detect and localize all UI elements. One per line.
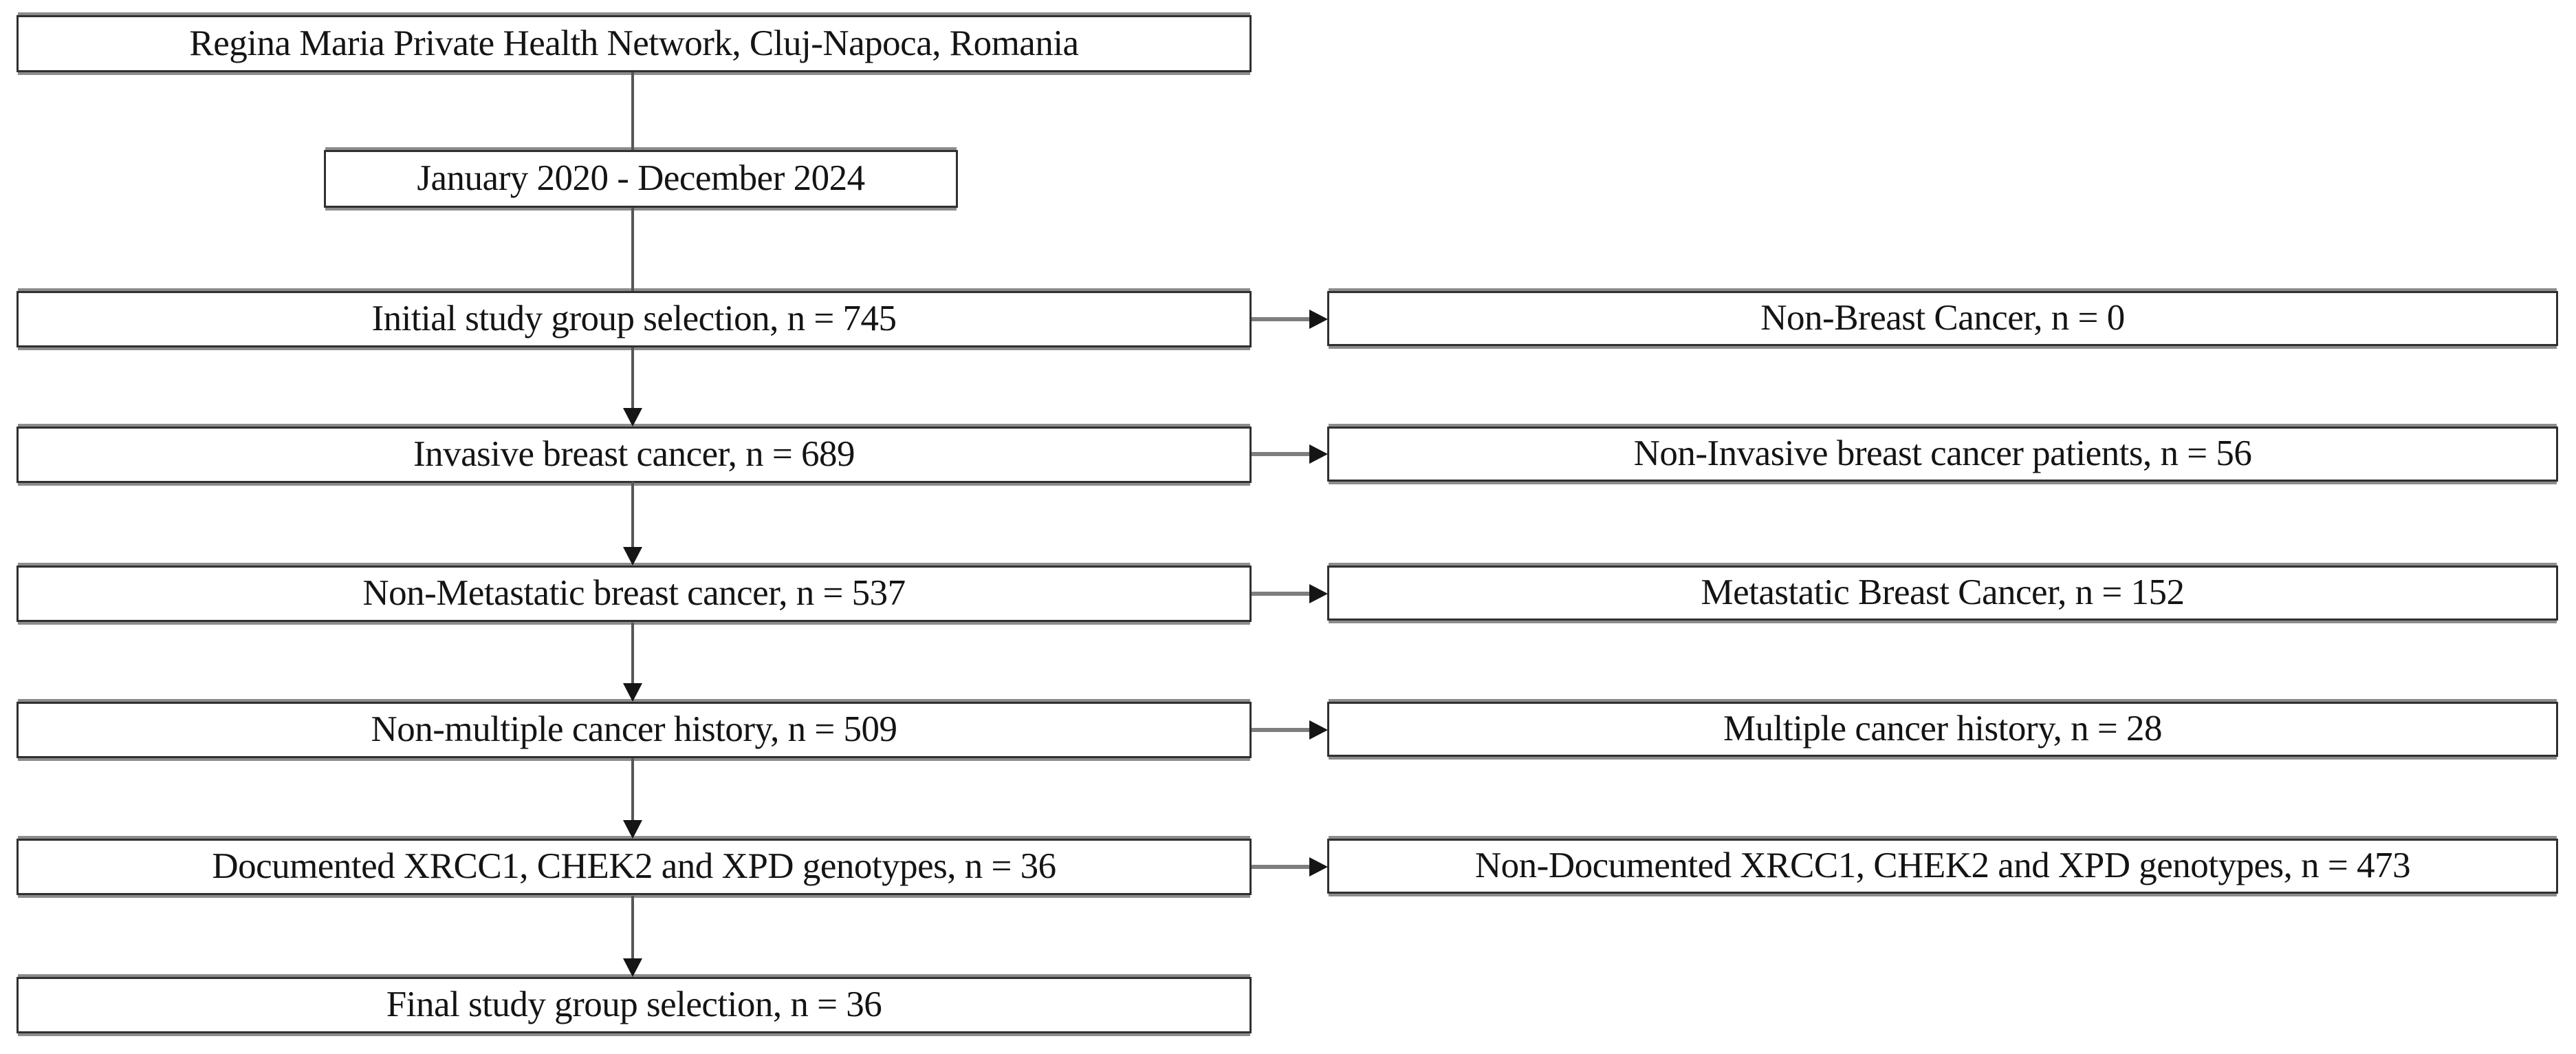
down-arrowhead-icon — [623, 408, 642, 427]
institution-box: Regina Maria Private Health Network, Clu… — [17, 15, 1252, 72]
excluded-non-documented-box: Non-Documented XRCC1, CHEK2 and XPD geno… — [1327, 839, 2558, 894]
down-arrowhead-icon — [623, 820, 642, 839]
step-non-metastatic-label: Non-Metastatic breast cancer, n = 537 — [362, 573, 906, 614]
connector-step3-to-excluded3 — [1252, 592, 1311, 596]
step-initial-selection-box: Initial study group selection, n = 745 — [17, 291, 1252, 347]
step-documented-genotypes-label: Documented XRCC1, CHEK2 and XPD genotype… — [212, 846, 1056, 887]
right-arrowhead-icon — [1309, 857, 1328, 876]
right-arrowhead-icon — [1309, 444, 1328, 464]
period-label: January 2020 - December 2024 — [417, 158, 865, 199]
excluded-non-documented-label: Non-Documented XRCC1, CHEK2 and XPD geno… — [1474, 846, 2411, 886]
excluded-non-breast-label: Non-Breast Cancer, n = 0 — [1760, 298, 2125, 338]
step-invasive-box: Invasive breast cancer, n = 689 — [17, 427, 1252, 483]
right-arrowhead-icon — [1309, 310, 1328, 329]
down-arrowhead-icon — [623, 683, 642, 702]
step-final-selection-box: Final study group selection, n = 36 — [17, 977, 1252, 1033]
step-invasive-label: Invasive breast cancer, n = 689 — [413, 434, 855, 475]
down-arrowhead-icon — [623, 958, 642, 977]
step-documented-genotypes-box: Documented XRCC1, CHEK2 and XPD genotype… — [17, 839, 1252, 895]
excluded-non-invasive-box: Non-Invasive breast cancer patients, n =… — [1327, 427, 2558, 482]
connector-step5-to-final — [631, 896, 634, 960]
connector-step4-to-step5 — [631, 758, 634, 821]
period-box: January 2020 - December 2024 — [324, 150, 958, 208]
excluded-metastatic-label: Metastatic Breast Cancer, n = 152 — [1701, 572, 2185, 613]
excluded-metastatic-box: Metastatic Breast Cancer, n = 152 — [1327, 566, 2558, 621]
connector-institution-to-period — [631, 72, 634, 150]
connector-step4-to-excluded4 — [1252, 728, 1311, 732]
step-final-selection-label: Final study group selection, n = 36 — [386, 985, 882, 1025]
connector-step1-to-excluded1 — [1252, 317, 1311, 321]
down-arrowhead-icon — [623, 547, 642, 566]
connector-step5-to-excluded5 — [1252, 865, 1311, 869]
connector-step3-to-step4 — [631, 623, 634, 685]
connector-period-to-step1 — [631, 208, 634, 291]
connector-step2-to-excluded2 — [1252, 452, 1311, 456]
step-non-multiple-history-box: Non-multiple cancer history, n = 509 — [17, 702, 1252, 758]
right-arrowhead-icon — [1309, 584, 1328, 603]
step-initial-selection-label: Initial study group selection, n = 745 — [371, 299, 897, 339]
excluded-non-breast-box: Non-Breast Cancer, n = 0 — [1327, 291, 2558, 346]
connector-step2-to-step3 — [631, 482, 634, 548]
connector-step1-to-step2 — [631, 347, 634, 410]
excluded-multiple-history-box: Multiple cancer history, n = 28 — [1327, 702, 2558, 757]
excluded-multiple-history-label: Multiple cancer history, n = 28 — [1723, 709, 2162, 749]
step-non-multiple-history-label: Non-multiple cancer history, n = 509 — [371, 709, 898, 750]
step-non-metastatic-box: Non-Metastatic breast cancer, n = 537 — [17, 566, 1252, 622]
institution-label: Regina Maria Private Health Network, Clu… — [189, 23, 1079, 63]
right-arrowhead-icon — [1309, 720, 1328, 740]
excluded-non-invasive-label: Non-Invasive breast cancer patients, n =… — [1633, 433, 2252, 474]
